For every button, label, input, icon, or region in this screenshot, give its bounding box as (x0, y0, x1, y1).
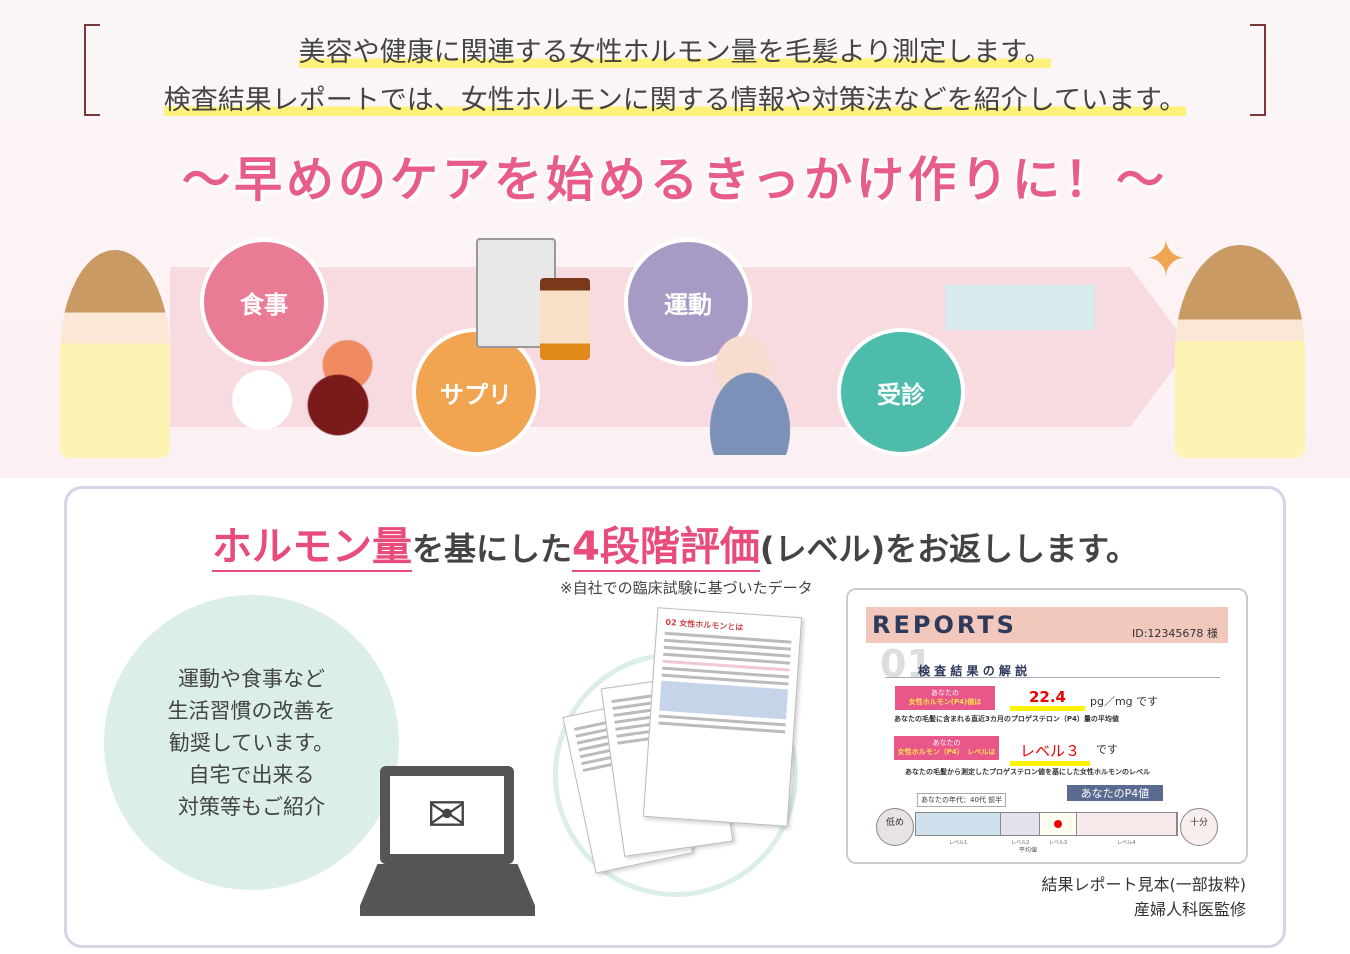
report-doc-front: 02 女性ホルモンとは (642, 607, 803, 827)
step-consultation: 受診 (837, 328, 965, 456)
report-section-number: 01 (880, 642, 933, 686)
report-title: REPORTS (872, 611, 1017, 639)
step-supplement: サプリ (412, 328, 540, 456)
advice-circle: 運動や食事など生活習慣の改善を勧奨しています。自宅で出来る対策等もご紹介 (104, 595, 399, 890)
clinical-note: ※自社での臨床試験に基づいたデータ (560, 579, 813, 597)
level-tag: あなたの女性ホルモン（P4） レベルは (894, 736, 999, 760)
current-level-dot (1053, 820, 1062, 828)
age-label: あなたの年代：40代 前半 (917, 793, 1007, 807)
low-indicator: 低め (876, 808, 914, 846)
report-caption: 結果レポート見本(一部抜粋)産婦人科医監修 (1041, 875, 1247, 919)
food-illustration (205, 340, 395, 440)
p4-marker-label: あなたのP4値 (1067, 785, 1163, 801)
divider (885, 677, 1220, 678)
bracket-left (84, 24, 100, 116)
report-id: ID:12345678 様 (1132, 627, 1218, 640)
laptop-keyboard (360, 864, 535, 916)
happy-woman-illustration (1175, 245, 1305, 458)
level-segment: レベル2 (1001, 813, 1041, 846)
level-segment: レベル3 (1040, 813, 1077, 846)
p4-value-tag: あなたの女性ホルモン(P4)値は (895, 686, 995, 710)
intro-line-1: 美容や健康に関連する女性ホルモン量を毛髪より測定します。 (298, 37, 1052, 68)
bracket-right (1250, 24, 1266, 116)
level-segment: レベル1 (916, 813, 1002, 846)
level-label: レベル2 (1011, 840, 1030, 846)
level-value: レベル３ (1010, 740, 1090, 766)
yoga-woman-illustration (680, 330, 820, 455)
p4-description: あなたの毛髪に含まれる直近3カ月のプロゲステロン（P4）量の平均値 (894, 715, 1119, 723)
p4-unit: pg／mg です (1090, 695, 1159, 708)
intro-line-2: 検査結果レポートでは、女性ホルモンに関する情報や対策法などを紹介しています。 (163, 85, 1187, 116)
laptop-illustration: ✉ (380, 766, 514, 864)
level-label: レベル3 (1048, 840, 1067, 846)
woman-phone-illustration (60, 250, 170, 458)
doctor-consultation-illustration (945, 240, 1095, 390)
p4-value: 22.4 (1010, 688, 1085, 711)
level-description: あなたの毛髪から測定したプロゲステロン値を基にした女性ホルモンのレベル (905, 768, 1150, 776)
level-scale: レベル1 レベル2 レベル3 レベル4 (915, 812, 1178, 846)
mail-icon: ✉ (390, 776, 504, 854)
report-header (866, 607, 1228, 643)
sparkle-icon: ✦ (1145, 230, 1187, 288)
supplement-bottle-illustration (540, 278, 590, 360)
level-segment: レベル4 (1076, 813, 1177, 846)
high-indicator: 十分 (1180, 808, 1218, 846)
average-label: 平均値 (1019, 847, 1038, 854)
level-label: レベル1 (949, 840, 968, 846)
level-suffix: です (1096, 743, 1118, 756)
level-label: レベル4 (1117, 840, 1136, 846)
catchphrase: ～早めのケアを始めるきっかけ作りに！～ (181, 152, 1169, 208)
section-headline: ホルモン量を基にした4段階評価(レベル)をお返しします。 (212, 524, 1138, 572)
report-section-title: 検 査 結 果 の 解 説 (918, 664, 1028, 678)
